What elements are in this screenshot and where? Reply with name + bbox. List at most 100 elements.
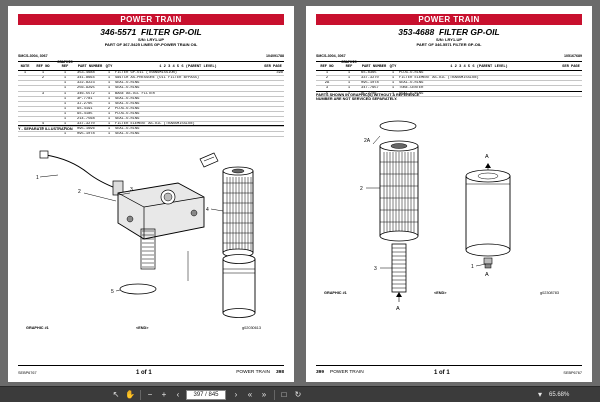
- cell-ref: 1: [316, 70, 338, 77]
- illustration-note: Y - SEPARATE ILLUSTRATION: [18, 125, 284, 131]
- cell-ref: 5: [316, 91, 338, 97]
- prev-page-icon[interactable]: ‹: [176, 390, 180, 399]
- cell-graphic-ref: 1: [54, 70, 76, 77]
- cell-graphic-ref: 1: [54, 85, 76, 92]
- cell-description: FILTER ELEMENT AS-OIL (TRANSMISSION): [114, 121, 262, 128]
- cell-note: [18, 116, 32, 123]
- fit-icon[interactable]: □: [281, 390, 287, 399]
- cell-part-number: 9S-4191: [76, 106, 104, 112]
- rotate-icon[interactable]: ↻: [294, 390, 302, 399]
- cell-qty: 1: [104, 91, 114, 97]
- cell-qty: 1: [104, 101, 114, 107]
- service-note-1: PARTS SHOWN IN GRAPHIC(S) WITHOUT A REFE…: [316, 91, 582, 97]
- hand-icon[interactable]: ✋: [125, 390, 135, 399]
- cell-ref: 4: [32, 121, 54, 128]
- select-icon[interactable]: ↖: [112, 390, 120, 399]
- cell-note: [18, 101, 32, 107]
- cell-description: SEAL-O-RING: [114, 80, 262, 87]
- zoom-out-icon[interactable]: −: [147, 390, 153, 399]
- cell-ref: 2A: [316, 80, 338, 87]
- col-part-number: PART NUMBER: [76, 60, 104, 72]
- cell-part-number: 337-3270: [360, 75, 388, 82]
- cell-qty: 1: [104, 131, 114, 138]
- viewer-toolbar: ↖ ✋ − + ‹ 397 / 845 › « » □ ↻ ▾ 65.68%: [0, 386, 600, 402]
- media-number: 105167689: [564, 54, 582, 58]
- footer-serial: SEBP6767: [18, 371, 37, 375]
- graphic-id: g02030613: [242, 326, 262, 330]
- cell-part-number: 095-1078: [76, 131, 104, 138]
- cell-ref: 2: [316, 75, 338, 82]
- cell-note: [18, 106, 32, 112]
- zoom-in-icon[interactable]: +: [161, 390, 167, 399]
- col-qty: QTY: [388, 60, 398, 72]
- cell-part-number: 8L-2786: [360, 91, 388, 97]
- col-ser-page: SER PAGE: [262, 60, 284, 72]
- zoom-level[interactable]: 65.68%: [549, 392, 570, 398]
- cell-description: SWITCH AS-PRESSURE (OIL FILTER BYPASS): [114, 75, 262, 82]
- page-number-field[interactable]: 397 / 845: [186, 390, 226, 400]
- cell-graphic-ref: 1: [54, 101, 76, 107]
- cell-graphic-ref: 1: [54, 116, 76, 123]
- cell-part-number: 346-5572: [76, 91, 104, 97]
- cell-part-number: 3P-7781: [76, 96, 104, 102]
- graphic-id: g02308783: [540, 291, 560, 295]
- col-description: 1 2 3 4 5 6 (PARENT LEVEL): [398, 60, 560, 72]
- media-number: 104091788: [266, 54, 284, 58]
- catalog-page-left: POWER TRAIN 346-5571 FILTER GP-OIL S/N: …: [8, 6, 294, 382]
- footer-serial: SEBP6767: [563, 371, 582, 375]
- zoom-dropdown-icon[interactable]: ▾: [537, 390, 542, 399]
- cell-graphic-ref: 1: [54, 111, 76, 118]
- service-note-2: NUMBER ARE NOT SERVICED SEPARATELY.: [316, 97, 398, 101]
- first-page-icon[interactable]: «: [247, 390, 253, 399]
- cell-qty: 1: [104, 111, 114, 118]
- cell-part-number: 214-7568: [76, 116, 104, 123]
- cell-ser-page: [262, 121, 284, 128]
- smcs-code: SMCS-3004, 3067: [18, 54, 48, 58]
- cell-ser-page: [262, 96, 284, 102]
- cell-ser-page: [560, 91, 582, 97]
- cell-qty: 1: [104, 75, 114, 82]
- parts-table: REF NO GRAPHIC REF PART NUMBER QTY 1 2 3…: [316, 60, 582, 97]
- footer-page-count: 1 of 1: [136, 370, 152, 376]
- cell-description: SEAL-O-RING: [114, 96, 262, 102]
- cell-part-number: 353-4688: [76, 70, 104, 77]
- last-page-icon[interactable]: »: [261, 390, 267, 399]
- cell-graphic-ref: 1: [338, 85, 360, 92]
- next-page-icon[interactable]: ›: [234, 390, 238, 399]
- cell-description: SEAL-O-RING: [114, 101, 262, 107]
- cell-graphic-ref: 1: [54, 106, 76, 112]
- smcs-code: SMCS-3004, 3067: [316, 54, 346, 58]
- cell-ref: 5: [32, 126, 54, 133]
- parts-table: NOTE REF NO GRAPHIC REF PART NUMBER QTY …: [18, 60, 284, 138]
- cell-part-number: 095-1078: [360, 80, 388, 87]
- callout-2a: 2A: [364, 138, 371, 144]
- col-ser-page: SER PAGE: [560, 60, 582, 72]
- callout-2: 2: [360, 186, 363, 192]
- cell-note: [18, 96, 32, 102]
- cell-ser-page: [262, 116, 284, 123]
- filter-illustration: 1 2 3 4 5: [36, 150, 256, 318]
- part-of: PART OF 367-5425 LINES GP-POWER TRAIN OI…: [104, 41, 198, 47]
- callout-4: 4: [206, 207, 209, 213]
- cell-graphic-ref: 1: [338, 80, 360, 87]
- cell-qty: 1: [104, 80, 114, 87]
- cell-ref: [32, 131, 54, 138]
- cell-ser-page: [262, 106, 284, 112]
- cell-description: PLUG-O-RING: [398, 70, 560, 77]
- cell-ser-page: [262, 101, 284, 107]
- footer-page-number: 398: [275, 370, 284, 375]
- serial-range: S/N: LRY1-UP: [137, 36, 165, 42]
- cell-ref: [32, 85, 54, 92]
- part-number: 346-5571: [100, 27, 137, 37]
- callout-a-plug: A: [485, 272, 489, 278]
